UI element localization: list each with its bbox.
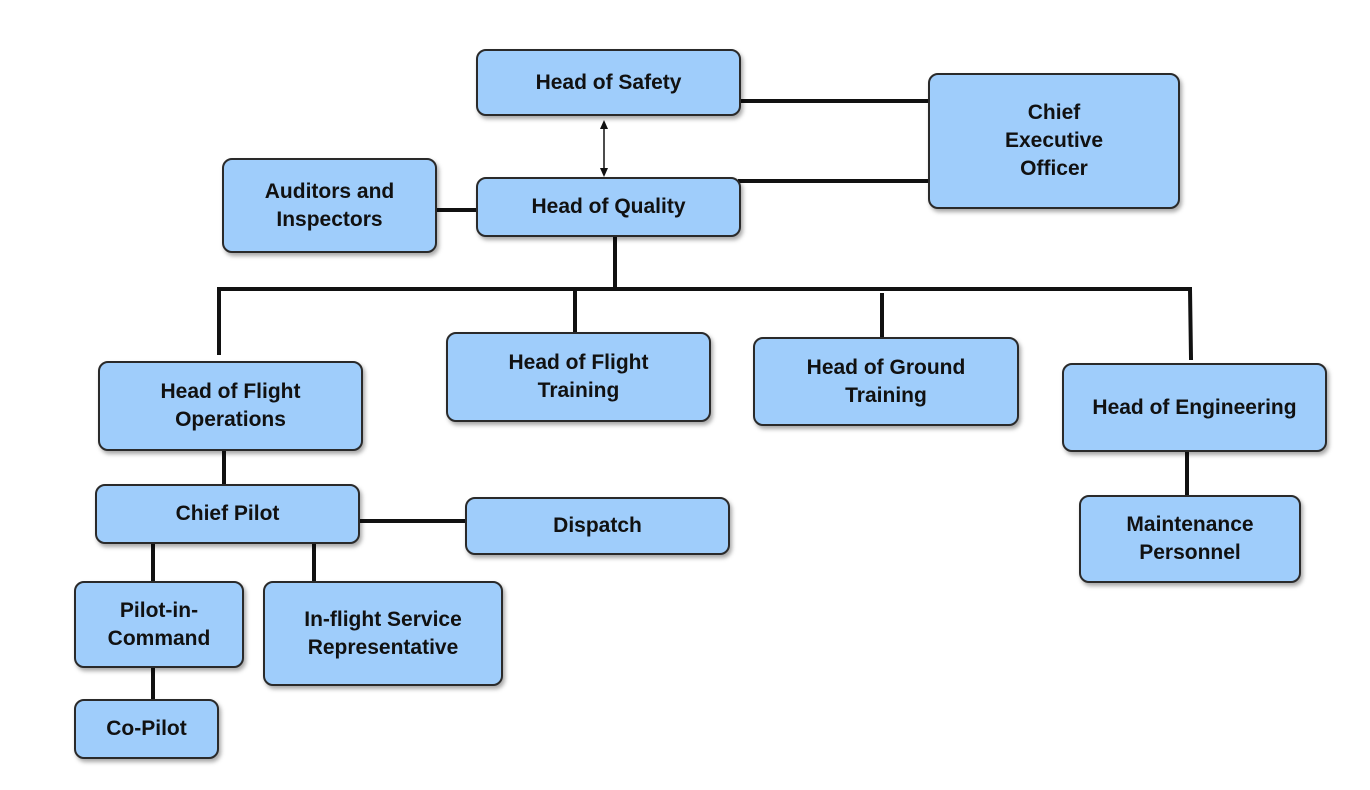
- in-flight-service-representative-label: In-flight Service Representative: [304, 607, 462, 659]
- safety-quality-double-arrow: [600, 120, 608, 177]
- head-of-ground-training-box[interactable]: Head of Ground Training: [753, 337, 1019, 426]
- head-of-flight-operations-box[interactable]: Head of Flight Operations: [98, 361, 363, 451]
- maintenance-personnel-label: Maintenance Personnel: [1126, 513, 1254, 564]
- dispatch-box[interactable]: Dispatch: [465, 497, 730, 555]
- head-of-quality-label: Head of Quality: [531, 195, 686, 218]
- auditors-and-inspectors-box[interactable]: Auditors and Inspectors: [222, 158, 437, 253]
- chief-executive-officer-box[interactable]: Chief Executive Officer: [928, 73, 1180, 209]
- chief-pilot-label: Chief Pilot: [175, 502, 280, 525]
- head-of-engineering-label: Head of Engineering: [1092, 395, 1297, 419]
- head-of-flight-operations-label: Head of Flight Operations: [160, 380, 301, 431]
- head-of-safety-label: Head of Safety: [535, 70, 682, 94]
- connector-bus-engineering: [1187, 286, 1194, 361]
- pilot-in-command-box[interactable]: Pilot-in- Command: [74, 581, 244, 668]
- head-of-flight-training-box[interactable]: Head of Flight Training: [446, 332, 711, 422]
- head-of-engineering-box[interactable]: Head of Engineering: [1062, 363, 1327, 452]
- chief-pilot-box[interactable]: Chief Pilot: [95, 484, 360, 544]
- head-of-flight-training-label: Head of Flight Training: [508, 351, 649, 402]
- dispatch-label: Dispatch: [553, 514, 642, 537]
- pilot-in-command-label: Pilot-in- Command: [107, 598, 211, 650]
- in-flight-service-representative-box[interactable]: In-flight Service Representative: [263, 581, 503, 686]
- chief-executive-officer-label: Chief Executive Officer: [1004, 101, 1104, 180]
- head-of-ground-training-label: Head of Ground Training: [806, 355, 966, 407]
- head-of-safety-box[interactable]: Head of Safety: [476, 49, 741, 116]
- co-pilot-box[interactable]: Co-Pilot: [74, 699, 219, 759]
- auditors-and-inspectors-label: Auditors and Inspectors: [264, 179, 395, 231]
- co-pilot-label: Co-Pilot: [106, 717, 187, 740]
- head-of-quality-box[interactable]: Head of Quality: [476, 177, 741, 237]
- maintenance-personnel-box[interactable]: Maintenance Personnel: [1079, 495, 1301, 583]
